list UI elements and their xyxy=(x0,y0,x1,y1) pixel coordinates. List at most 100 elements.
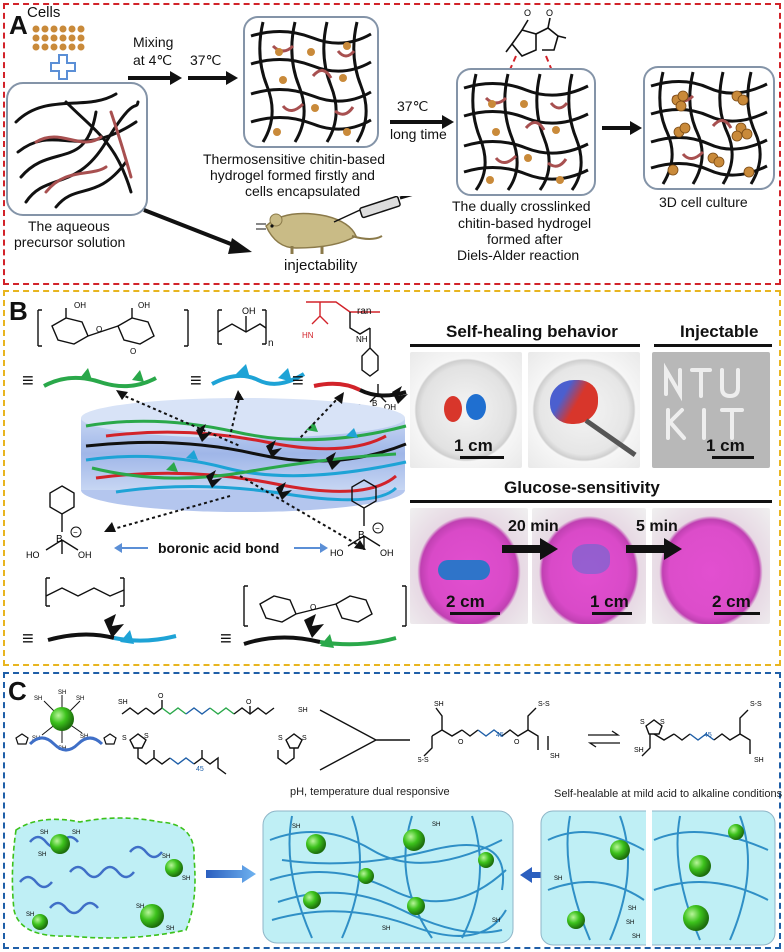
svg-text:SH: SH xyxy=(72,830,80,836)
svg-text:SH: SH xyxy=(492,918,500,924)
cells-cluster-icon xyxy=(32,25,85,51)
photo-self-healing-2 xyxy=(528,352,640,468)
arrow-gel-formation-icon xyxy=(206,865,256,883)
precursor-solution-box xyxy=(6,82,148,216)
chitin-structure-icon: OH OH O O xyxy=(37,301,189,356)
svg-text:S: S xyxy=(660,719,665,726)
svg-text:OH: OH xyxy=(74,301,86,310)
svg-text:SH: SH xyxy=(434,701,444,708)
thermo-label-1: Thermosensitive chitin-based xyxy=(203,151,386,167)
panel-c-letter: C xyxy=(8,676,27,706)
panel-b-letter: B xyxy=(9,296,28,326)
equiv-sign-4: ≡ xyxy=(22,628,34,650)
hydrogel-network-cylinder xyxy=(81,398,407,512)
svg-text:HO: HO xyxy=(330,548,344,558)
svg-text:SH: SH xyxy=(634,747,644,754)
arrow-left-blue-icon xyxy=(114,543,148,553)
scale-label-4: 1 cm xyxy=(590,592,629,611)
arrow-20min-icon xyxy=(502,538,558,560)
svg-text:O: O xyxy=(246,699,252,706)
arrow-5min-icon xyxy=(626,538,682,560)
photo-glucose-3: 2 cm xyxy=(652,508,770,624)
scale-label-1: 1 cm xyxy=(454,436,493,455)
svg-text:SH: SH xyxy=(80,734,88,740)
svg-text:B: B xyxy=(358,530,365,541)
svg-text:SH: SH xyxy=(58,690,66,696)
merged-gel-piece xyxy=(550,380,598,424)
arrow-long-time-icon xyxy=(390,115,454,129)
svg-text:SH: SH xyxy=(26,912,34,918)
photo-glucose-1: 2 cm xyxy=(410,508,528,624)
svg-text:SH: SH xyxy=(34,696,42,702)
svg-text:O: O xyxy=(546,8,553,18)
photo-glucose-2: 1 cm xyxy=(532,508,646,624)
svg-text:OH: OH xyxy=(384,403,396,412)
dual-label-4: Diels-Alder reaction xyxy=(457,247,580,263)
svg-text:−: − xyxy=(73,528,78,537)
svg-text:B: B xyxy=(372,399,377,408)
scale-bar-1 xyxy=(460,456,504,459)
svg-text:SH: SH xyxy=(118,699,128,706)
panel-a-letter: A xyxy=(9,10,28,40)
ph-temperature-label: pH, temperature dual responsive xyxy=(290,786,450,798)
mouse-injection-icon xyxy=(256,196,413,254)
pva-bottom-structure-icon xyxy=(45,577,125,607)
self-healing-title: Self-healing behavior xyxy=(446,322,618,341)
blue-black-strand-bottom xyxy=(47,614,177,644)
scale-label-3: 2 cm xyxy=(446,592,485,611)
svg-text:SH: SH xyxy=(626,920,634,926)
at4-label: at 4℃ xyxy=(133,52,173,68)
equiv-sign-5: ≡ xyxy=(220,628,232,650)
dissolving-gel xyxy=(572,544,610,574)
peg-subscript-45: 45 xyxy=(196,766,204,773)
svg-text:SH: SH xyxy=(182,876,190,882)
ntu-kit-written-gel xyxy=(664,362,744,440)
scale-label-2: 1 cm xyxy=(706,436,745,455)
svg-text:OH: OH xyxy=(242,306,256,316)
dual-crosslinked-hydrogel-box xyxy=(456,68,596,196)
t37b-label: 37℃ xyxy=(397,98,429,114)
blue-pva-strand xyxy=(211,364,306,386)
merge-lines-icon xyxy=(319,709,410,771)
scale-bar-4 xyxy=(592,612,632,615)
glucose-underline xyxy=(410,500,772,503)
svg-text:B: B xyxy=(56,534,63,545)
t37a-label: 37℃ xyxy=(190,52,222,68)
ran-subscript: ran xyxy=(357,306,372,317)
cyclic-subscript-45: 45 xyxy=(704,732,712,739)
photo-self-healing-1: 1 cm xyxy=(410,352,522,468)
blue-gel-strip xyxy=(438,560,490,580)
scale-bar-3 xyxy=(450,612,500,615)
svg-text:SH: SH xyxy=(40,830,48,836)
glucose-title: Glucose-sensitivity xyxy=(504,478,660,497)
thermo-label-3: cells encapsulated xyxy=(245,183,361,199)
self-healing-underline xyxy=(410,344,640,347)
svg-text:SH: SH xyxy=(550,753,560,760)
svg-text:SH: SH xyxy=(554,876,562,882)
svg-text:NH: NH xyxy=(356,335,368,344)
svg-text:SH: SH xyxy=(292,824,300,830)
svg-text:SH: SH xyxy=(162,854,170,860)
arrow-injection-icon xyxy=(143,208,252,254)
dual-label-3: formed after xyxy=(487,231,563,247)
mixing-label: Mixing xyxy=(133,34,174,50)
svg-text:OH: OH xyxy=(380,548,394,558)
svg-text:SH: SH xyxy=(298,707,308,714)
scale-label-5: 2 cm xyxy=(712,592,751,611)
svg-text:O: O xyxy=(310,603,316,612)
scale-bar-2 xyxy=(712,456,754,459)
plus-icon xyxy=(50,54,76,80)
svg-text:O: O xyxy=(96,325,102,334)
dotted-arrows xyxy=(104,390,366,550)
scale-bar-5 xyxy=(714,612,760,615)
svg-text:HN: HN xyxy=(302,331,314,340)
culture-label: 3D cell culture xyxy=(659,194,748,210)
svg-text:SH: SH xyxy=(382,926,390,932)
svg-text:SH: SH xyxy=(628,906,636,912)
dual-label-2: chitin-based hydrogel xyxy=(458,215,592,231)
svg-text:O: O xyxy=(158,693,164,700)
svg-text:S-S: S-S xyxy=(538,701,550,708)
